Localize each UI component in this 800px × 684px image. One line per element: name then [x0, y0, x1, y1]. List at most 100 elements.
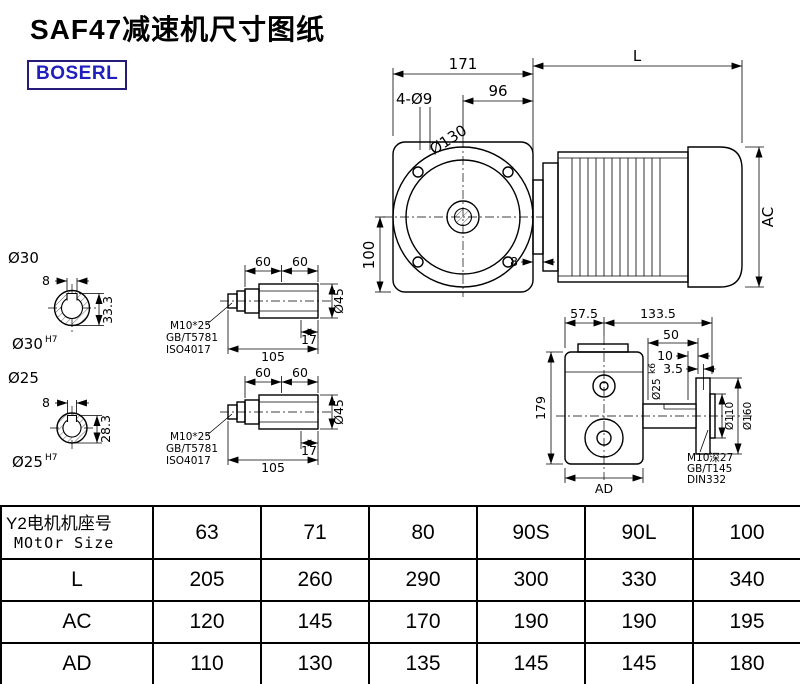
brand-logo: BOSERL — [27, 60, 128, 90]
front-view-dimensions — [375, 58, 764, 293]
dim-value-cell: 180 — [692, 642, 800, 684]
dim-value-cell: 145 — [584, 642, 694, 684]
dim-10-label: 10 — [657, 348, 673, 363]
dim-AC-label: AC — [759, 207, 777, 227]
bore-circle — [60, 296, 84, 320]
dim-value-cell: 340 — [692, 558, 800, 602]
dim-value-cell: 330 — [584, 558, 694, 602]
dim-60a-label: 60 — [255, 365, 271, 380]
front-view-geometry — [383, 139, 743, 297]
dim-AD-label: AD — [595, 481, 613, 496]
bolt-hole — [412, 166, 424, 178]
dim-133-5-label: 133.5 — [640, 306, 676, 321]
shaft-body — [258, 283, 319, 319]
table-row-AD: AD 110 130 135 145 145 180 — [0, 642, 800, 684]
bolt-note-3: ISO4017 — [166, 344, 211, 356]
dim-171-label: 171 — [449, 55, 478, 73]
bolt-note-2: GB/T5781 — [166, 443, 218, 455]
keyway — [66, 414, 78, 422]
dim-50-label: 50 — [663, 327, 679, 342]
bore-25-section: 8 28.3 Ø25 Ø25 H7 — [8, 369, 113, 471]
size-header-cell: 63 — [152, 505, 262, 560]
dim-value-cell: 300 — [476, 558, 586, 602]
size-header-cell: 100 — [692, 505, 800, 560]
keyway-width-label: 8 — [42, 273, 50, 288]
bolt-note-1: M10*25 — [170, 320, 211, 332]
bore-dia-label: Ø25 — [8, 369, 39, 387]
keyway-height-label: 33.3 — [100, 296, 115, 324]
side-view-labels: 57.5 133.5 50 10 3.5 Ø25 k6 Ø110 Ø160 17… — [533, 306, 754, 496]
keyway — [66, 292, 78, 301]
table-row-L: L 205 260 290 300 330 340 — [0, 558, 800, 602]
lower-shaft-geometry — [220, 394, 334, 430]
dim-L-label: L — [633, 47, 642, 65]
dim-value-cell: 205 — [152, 558, 262, 602]
dim-57-5-label: 57.5 — [570, 306, 598, 321]
dim-value-cell: 145 — [260, 600, 370, 644]
bore-dia-label: Ø30 — [8, 249, 39, 267]
dim-3-5-label: 3.5 — [663, 361, 683, 376]
bolt-note-2: GB/T5781 — [166, 332, 218, 344]
dim-179-label: 179 — [533, 396, 548, 420]
dia-130-label: Ø130 — [426, 121, 470, 158]
dim-8-label: 8 — [510, 254, 518, 269]
bore-25-geometry — [50, 406, 94, 450]
dim-value-cell: 130 — [260, 642, 370, 684]
lower-shaft-labels: 60 60 17 105 Ø45 M10*25 GB/T5781 ISO4017 — [166, 365, 346, 475]
dim-105-label: 105 — [261, 460, 285, 475]
size-header-cell: 80 — [368, 505, 478, 560]
dim-100-label: 100 — [360, 241, 378, 270]
tap-note-1: M10深27 — [687, 452, 733, 464]
motor-fins — [571, 158, 661, 276]
bolt-hole — [502, 256, 514, 268]
dim-value-cell: 190 — [584, 600, 694, 644]
dia-45-label: Ø45 — [331, 399, 346, 425]
bore-25-dimensions — [55, 399, 102, 444]
dim-value-cell: 190 — [476, 600, 586, 644]
motor-size-header-cn: Y2电机机座号 — [6, 514, 112, 534]
table-row-AC: AC 120 145 170 190 190 195 — [0, 600, 800, 644]
fan-cover — [687, 146, 743, 288]
bore-25-labels: 8 28.3 Ø25 Ø25 H7 — [8, 369, 113, 471]
tap-note-3: DIN332 — [687, 474, 726, 486]
keyway-width-label: 8 — [42, 395, 50, 410]
row-label-AC: AC — [0, 600, 154, 644]
row-label-AD: AD — [0, 642, 154, 684]
keyway-height-label: 28.3 — [98, 415, 113, 443]
dim-60b-label: 60 — [292, 254, 308, 269]
dim-value-cell: 260 — [260, 558, 370, 602]
lower-shaft-dimensions — [205, 376, 338, 465]
motor-size-header-en: MOtOr Size — [14, 534, 115, 553]
motor-body — [557, 151, 689, 283]
dim-60b-label: 60 — [292, 365, 308, 380]
side-view-geometry — [556, 336, 754, 480]
side-view-dimensions — [546, 317, 742, 483]
upper-shaft-labels: 60 60 17 105 Ø45 M10*25 GB/T5781 ISO4017 — [166, 254, 346, 364]
dim-value-cell: 145 — [476, 642, 586, 684]
dia-45-label: Ø45 — [331, 288, 346, 314]
bore-30-geometry — [48, 284, 96, 332]
dim-105-label: 105 — [261, 349, 285, 364]
size-header-cell: 90L — [584, 505, 694, 560]
dia-25-label: Ø25 — [651, 378, 663, 400]
bolt-hole — [412, 256, 424, 268]
dim-96-label: 96 — [488, 82, 507, 100]
dim-value-cell: 135 — [368, 642, 478, 684]
table-header-row: Y2电机机座号 MOtOr Size 63 71 80 90S 90L 100 — [0, 505, 800, 560]
bolt-note-1: M10*25 — [170, 431, 211, 443]
dia-110-label: Ø110 — [724, 402, 736, 430]
dim-60a-label: 60 — [255, 254, 271, 269]
tol-k6-sup: k6 — [648, 363, 658, 374]
dia-160-label: Ø160 — [742, 402, 754, 430]
bolt-holes-label: 4-Ø9 — [396, 90, 432, 108]
upper-shaft-dimensions — [205, 265, 338, 354]
bore-tol-sup: H7 — [45, 453, 58, 463]
top-cap — [577, 343, 629, 353]
upper-shaft-view: 60 60 17 105 Ø45 M10*25 GB/T5781 ISO4017 — [166, 254, 346, 364]
shaft-body — [258, 394, 319, 430]
bore-30-section: 8 33.3 Ø30 Ø30 H7 — [8, 249, 115, 353]
side-view: 57.5 133.5 50 10 3.5 Ø25 k6 Ø110 Ø160 17… — [533, 306, 754, 496]
bore-dia-tol-label: Ø30 — [12, 335, 43, 353]
size-header-cell: 90S — [476, 505, 586, 560]
